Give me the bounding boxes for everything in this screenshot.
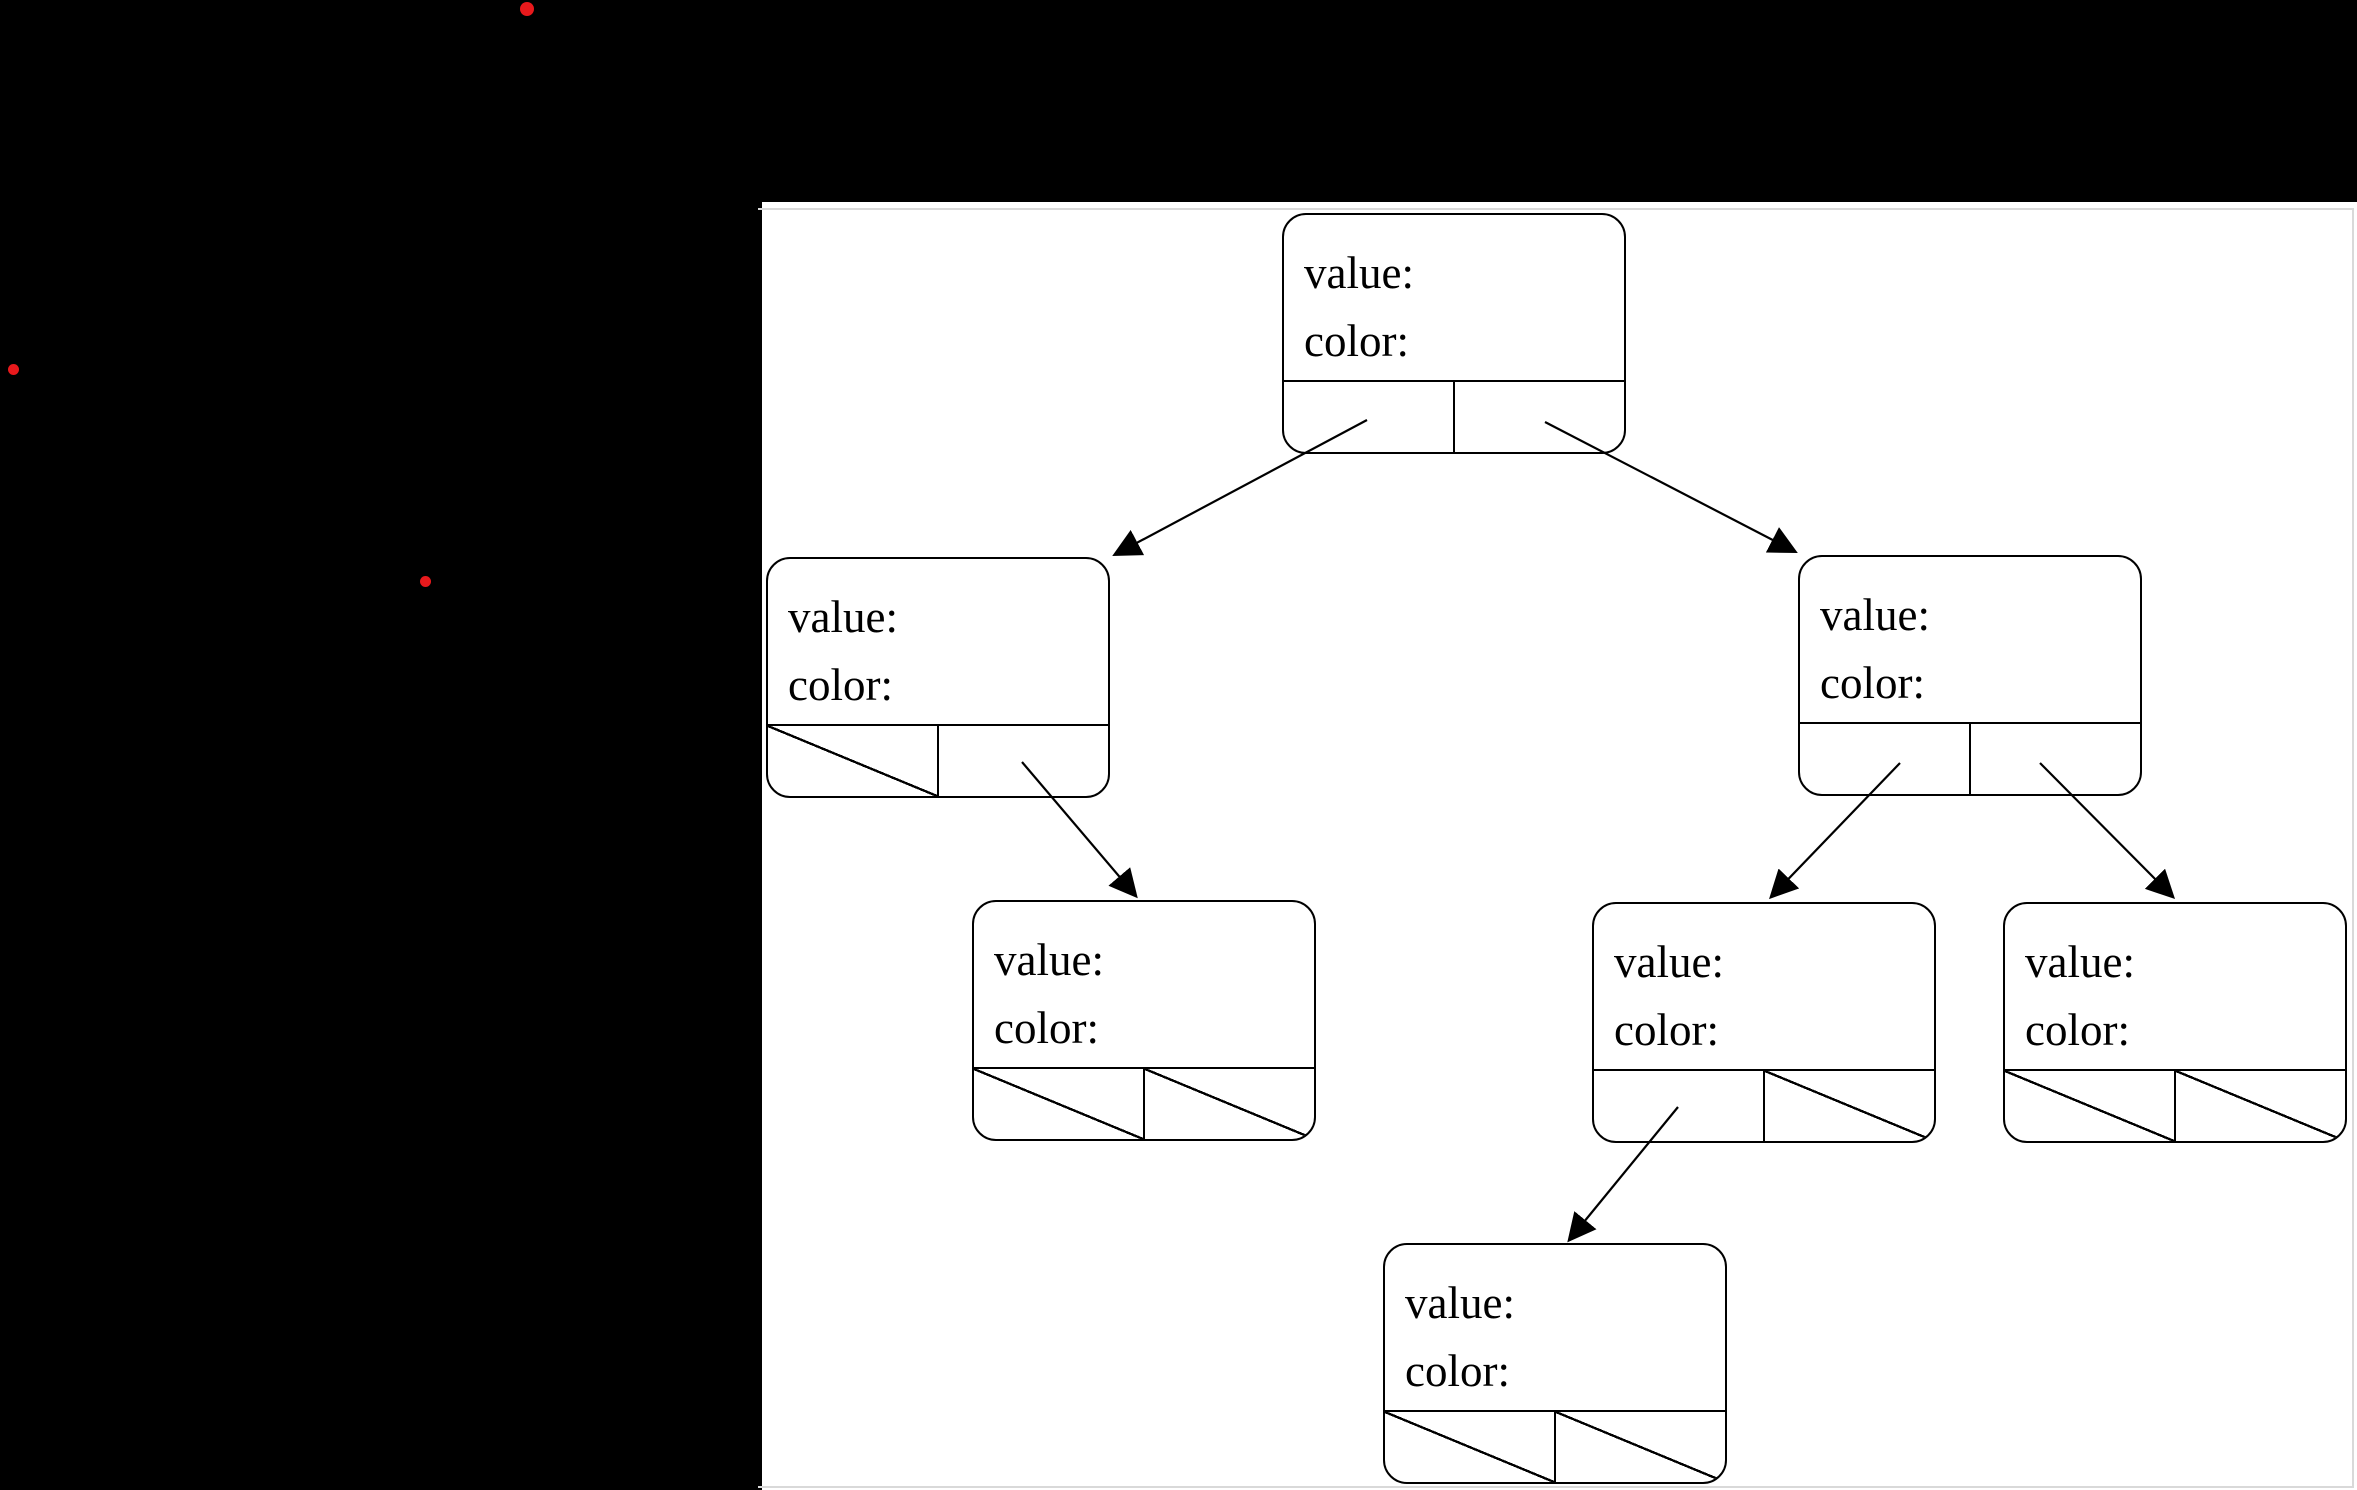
tree-node-right-right: value: color: <box>2003 902 2347 1143</box>
tree-node-right-left: value: color: <box>1592 902 1936 1143</box>
value-label: value: <box>994 935 1104 985</box>
node-fields: value: color: <box>2005 904 2345 1095</box>
color-label: color: <box>2025 1005 2130 1055</box>
laser-dot-left <box>8 364 19 375</box>
right-pointer-cell-null-slash-icon <box>1556 1412 1725 1482</box>
node-fields: value: color: <box>1385 1245 1725 1436</box>
tree-node-right-left-left: value: color: <box>1383 1243 1727 1484</box>
color-label: color: <box>1304 316 1409 366</box>
right-pointer-cell <box>939 726 1108 796</box>
color-label: color: <box>1614 1005 1719 1055</box>
node-fields: value: color: <box>1594 904 1934 1095</box>
left-pointer-cell <box>1800 724 1971 794</box>
node-fields: value: color: <box>974 902 1314 1093</box>
value-label: value: <box>1304 248 1414 298</box>
node-fields: value: color: <box>1800 557 2140 748</box>
laser-dot-middle <box>420 576 431 587</box>
panel-inner-frame <box>758 208 2354 1488</box>
tree-node-left-right: value: color: <box>972 900 1316 1141</box>
left-pointer-cell <box>1284 382 1455 452</box>
color-label: color: <box>1820 658 1925 708</box>
color-label: color: <box>994 1003 1099 1053</box>
right-pointer-cell <box>1971 724 2140 794</box>
right-pointer-cell-null-slash-icon <box>1765 1071 1934 1141</box>
tree-node-left: value: color: <box>766 557 1110 798</box>
right-pointer-cell-null-slash-icon <box>1145 1069 1314 1139</box>
pointer-row <box>768 724 1108 796</box>
left-pointer-cell-null-slash-icon <box>974 1069 1145 1139</box>
color-label: color: <box>1405 1346 1510 1396</box>
value-label: value: <box>1820 590 1930 640</box>
left-pointer-cell <box>1594 1071 1765 1141</box>
node-fields: value: color: <box>768 559 1108 750</box>
value-label: value: <box>1405 1278 1515 1328</box>
tree-node-right: value: color: <box>1798 555 2142 796</box>
left-pointer-cell-null-slash-icon <box>2005 1071 2176 1141</box>
tree-node-root: value: color: <box>1282 213 1626 454</box>
value-label: value: <box>788 592 898 642</box>
value-label: value: <box>2025 937 2135 987</box>
left-pointer-cell-null-slash-icon <box>768 726 939 796</box>
left-pointer-cell-null-slash-icon <box>1385 1412 1556 1482</box>
diagram-panel: value: color: value: color: value: c <box>758 202 2357 1490</box>
right-pointer-cell-null-slash-icon <box>2176 1071 2345 1141</box>
pointer-row <box>1284 380 1624 452</box>
color-label: color: <box>788 660 893 710</box>
node-fields: value: color: <box>1284 215 1624 406</box>
value-label: value: <box>1614 937 1724 987</box>
pointer-row <box>1800 722 2140 794</box>
pointer-row <box>1594 1069 1934 1141</box>
laser-dot-top <box>520 2 534 16</box>
pointer-row <box>974 1067 1314 1139</box>
pointer-row <box>2005 1069 2345 1141</box>
right-pointer-cell <box>1455 382 1624 452</box>
pointer-row <box>1385 1410 1725 1482</box>
